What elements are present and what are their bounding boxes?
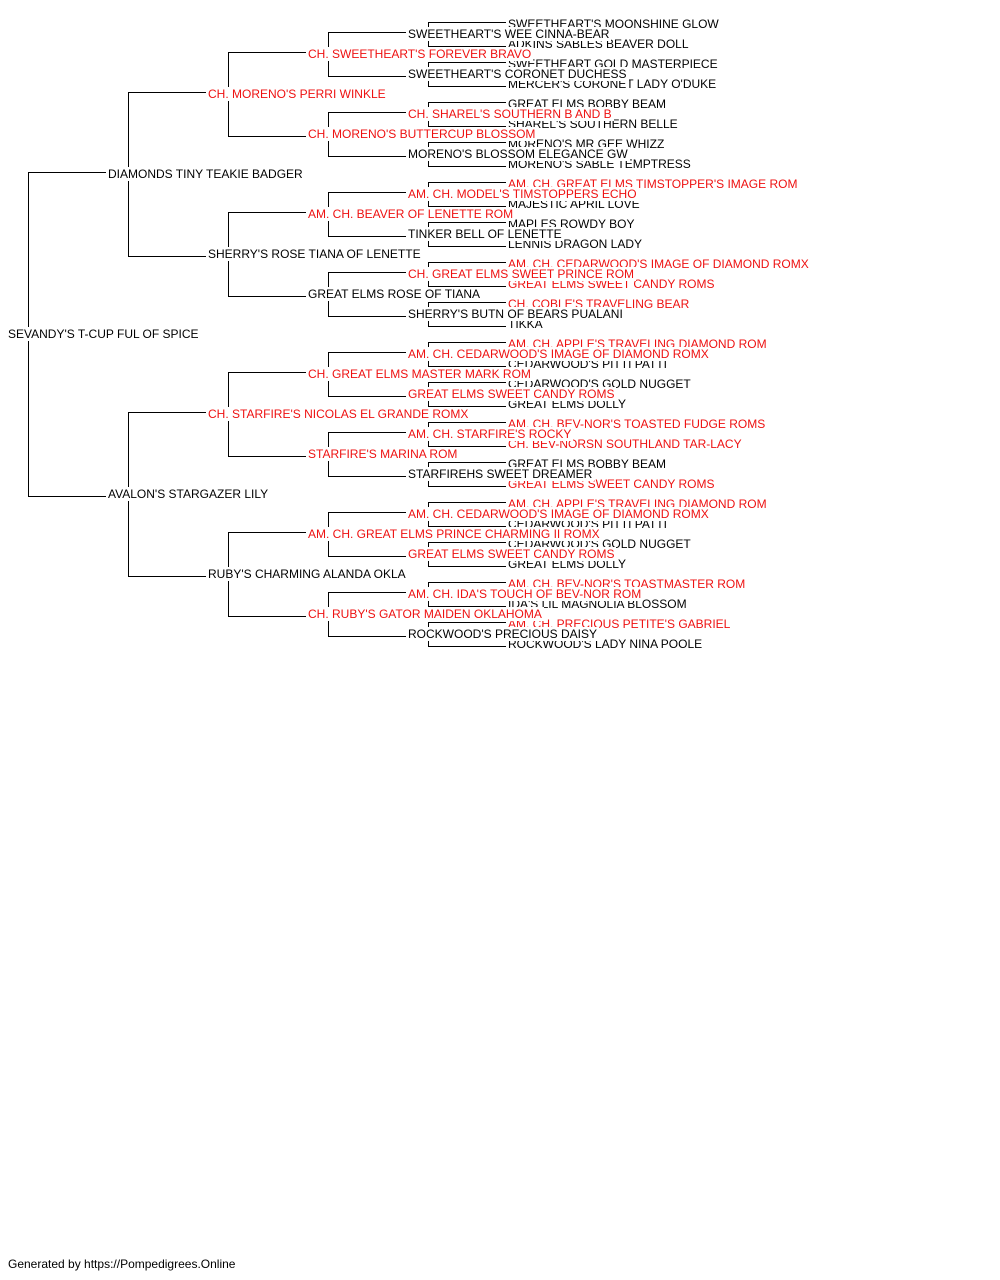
pedigree-name-gen4: CH. GREAT ELMS SWEET PRINCE ROM: [408, 267, 637, 281]
pedigree-name-gen0: SEVANDY'S T-CUP FUL OF SPICE: [8, 327, 201, 341]
pedigree-name-gen2: RUBY'S CHARMING ALANDA OKLA: [208, 567, 408, 581]
pedigree-name-gen4: MORENO'S BLOSSOM ELEGANCE GW: [408, 147, 630, 161]
pedigree-name-gen4: TINKER BELL OF LENETTE: [408, 227, 564, 241]
pedigree-name-gen4: GREAT ELMS SWEET CANDY ROMS: [408, 387, 617, 401]
pedigree-name-gen4: AM. CH. STARFIRE'S ROCKY: [408, 427, 574, 441]
pedigree-name-gen4: STARFIREHS SWEET DREAMER: [408, 467, 595, 481]
pedigree-name-gen3: AM. CH. BEAVER OF LENETTE ROM: [308, 207, 516, 221]
pedigree-name-gen3: CH. SWEETHEART'S FOREVER BRAVO: [308, 47, 534, 61]
pedigree-name-gen2: CH. STARFIRE'S NICOLAS EL GRANDE ROMX: [208, 407, 471, 421]
pedigree-name-gen3: CH. RUBY'S GATOR MAIDEN OKLAHOMA: [308, 607, 544, 621]
pedigree-name-gen4: GREAT ELMS SWEET CANDY ROMS: [408, 547, 617, 561]
pedigree-name-gen4: AM. CH. CEDARWOOD'S IMAGE OF DIAMOND ROM…: [408, 347, 711, 361]
pedigree-name-gen3: GREAT ELMS ROSE OF TIANA: [308, 287, 483, 301]
pedigree-name-gen1: DIAMONDS TINY TEAKIE BADGER: [108, 167, 305, 181]
pedigree-name-gen4: AM. CH. IDA'S TOUCH OF BEV-NOR ROM: [408, 587, 644, 601]
pedigree-name-gen3: STARFIRE'S MARINA ROM: [308, 447, 460, 461]
pedigree-name-gen4: ROCKWOOD'S PRECIOUS DAISY: [408, 627, 599, 641]
pedigree-name-gen4: AM. CH. MODEL'S TIMSTOPPERS ECHO: [408, 187, 639, 201]
pedigree-name-gen2: SHERRY'S ROSE TIANA OF LENETTE: [208, 247, 423, 261]
pedigree-name-gen4: CH. SHAREL'S SOUTHERN B AND B: [408, 107, 614, 121]
pedigree-name-gen3: CH. MORENO'S BUTTERCUP BLOSSOM: [308, 127, 538, 141]
pedigree-name-gen3: AM. CH. GREAT ELMS PRINCE CHARMING II RO…: [308, 527, 602, 541]
pedigree-name-gen4: SHERRY'S BUTN OF BEARS PUALANI: [408, 307, 625, 321]
pedigree-name-gen4: SWEETHEART'S CORONET DUCHESS: [408, 67, 629, 81]
pedigree-name-gen4: AM. CH. CEDARWOOD'S IMAGE OF DIAMOND ROM…: [408, 507, 711, 521]
footer-credit: Generated by https://Pompedigrees.Online: [8, 1257, 236, 1271]
pedigree-name-gen3: CH. GREAT ELMS MASTER MARK ROM: [308, 367, 533, 381]
pedigree-name-gen4: SWEETHEART'S WEE CINNA-BEAR: [408, 27, 612, 41]
pedigree-name-gen1: AVALON'S STARGAZER LILY: [108, 487, 271, 501]
pedigree-name-gen2: CH. MORENO'S PERRI WINKLE: [208, 87, 388, 101]
